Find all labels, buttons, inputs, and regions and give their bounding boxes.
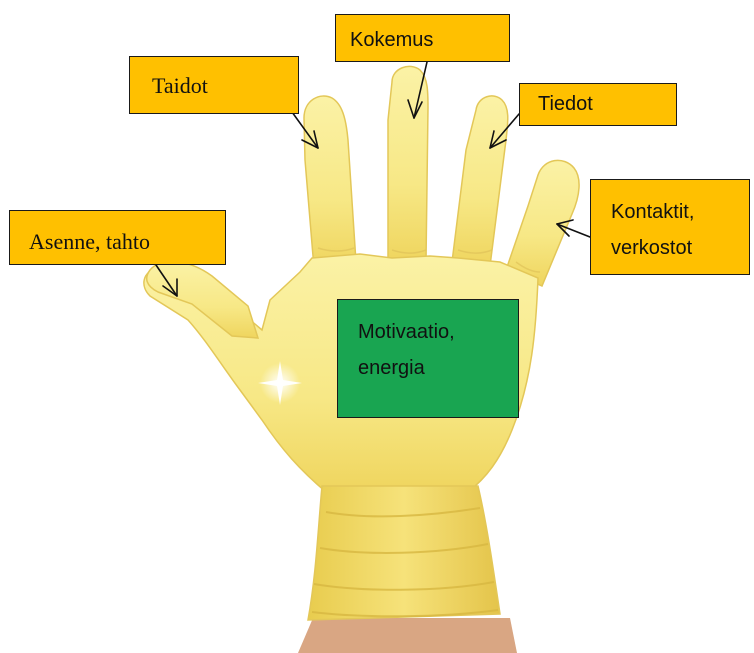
label-kontaktit: Kontaktit, verkostot [590,179,750,275]
label-tiedot-text: Tiedot [538,93,593,116]
center-box-motivaatio: Motivaatio, energia [337,299,519,418]
label-kokemus-text: Kokemus [350,29,433,52]
label-kontaktit-text: Kontaktit, verkostot [611,194,694,266]
label-taidot: Taidot [129,56,299,114]
wrist-skin [298,618,517,653]
label-asenne: Asenne, tahto [9,210,226,265]
label-taidot-text: Taidot [152,73,208,99]
label-asenne-text: Asenne, tahto [29,229,150,255]
label-tiedot: Tiedot [519,83,677,126]
center-box-text: Motivaatio, energia [358,314,455,386]
label-kokemus: Kokemus [335,14,510,62]
